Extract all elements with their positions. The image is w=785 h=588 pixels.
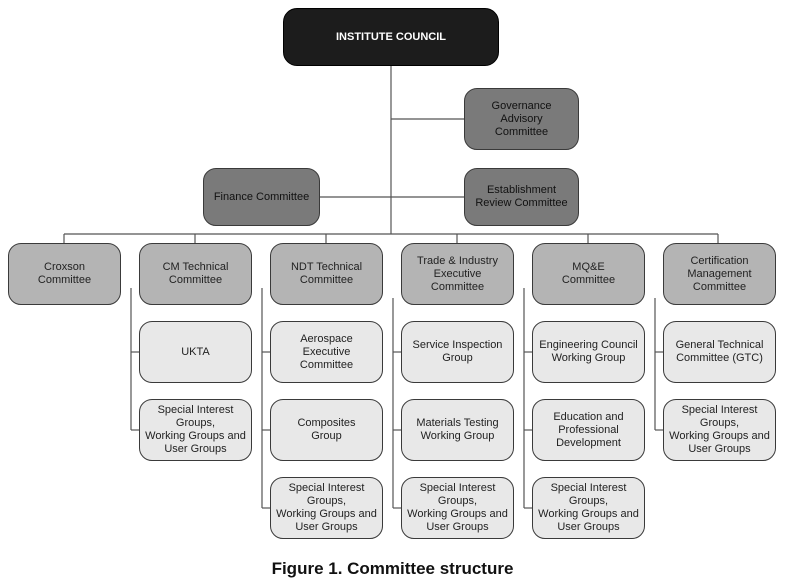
- cm-special-interest-label: Special Interest Groups, Working Groups …: [145, 404, 246, 455]
- institute-council-node: INSTITUTE COUNCIL: [283, 8, 499, 66]
- general-technical-node: General Technical Committee (GTC): [663, 321, 776, 383]
- service-inspection-label: Service Inspection Group: [412, 339, 503, 364]
- engineering-council-label: Engineering Council Working Group: [539, 339, 638, 364]
- general-technical-label: General Technical Committee (GTC): [675, 339, 764, 364]
- ukta-node: UKTA: [139, 321, 252, 383]
- ukta-label: UKTA: [181, 345, 210, 358]
- composites-group-node: Composites Group: [270, 399, 383, 461]
- trade-special-interest-node: Special Interest Groups, Working Groups …: [401, 477, 514, 539]
- trade-industry-node: Trade & Industry Executive Committee: [401, 243, 514, 305]
- croxson-committee-node: Croxson Committee: [8, 243, 121, 305]
- cm-special-interest-node: Special Interest Groups, Working Groups …: [139, 399, 252, 461]
- composites-group-label: Composites Group: [297, 417, 356, 442]
- cm-technical-node: CM Technical Committee: [139, 243, 252, 305]
- mqe-committee-node: MQ&E Committee: [532, 243, 645, 305]
- institute-council-label: INSTITUTE COUNCIL: [336, 30, 446, 43]
- materials-testing-node: Materials Testing Working Group: [401, 399, 514, 461]
- aerospace-executive-label: Aerospace Executive Committee: [299, 332, 354, 371]
- governance-advisory-node: Governance Advisory Committee: [464, 88, 579, 150]
- mqe-committee-label: MQ&E Committee: [561, 261, 616, 286]
- trade-industry-label: Trade & Industry Executive Committee: [417, 254, 498, 293]
- materials-testing-label: Materials Testing Working Group: [416, 417, 499, 442]
- ndt-special-interest-node: Special Interest Groups, Working Groups …: [270, 477, 383, 539]
- establishment-review-node: Establishment Review Committee: [464, 168, 579, 226]
- ndt-technical-node: NDT Technical Committee: [270, 243, 383, 305]
- finance-committee-label: Finance Committee: [213, 190, 310, 203]
- figure-caption: Figure 1. Committee structure: [271, 559, 514, 578]
- governance-advisory-label: Governance Advisory Committee: [491, 99, 552, 138]
- croxson-committee-label: Croxson Committee: [37, 261, 92, 286]
- cert-special-interest-label: Special Interest Groups, Working Groups …: [669, 404, 770, 455]
- education-professional-label: Education and Professional Development: [553, 410, 624, 449]
- trade-special-interest-label: Special Interest Groups, Working Groups …: [407, 482, 508, 533]
- cm-technical-label: CM Technical Committee: [162, 261, 229, 286]
- education-professional-node: Education and Professional Development: [532, 399, 645, 461]
- aerospace-executive-node: Aerospace Executive Committee: [270, 321, 383, 383]
- ndt-special-interest-label: Special Interest Groups, Working Groups …: [276, 482, 377, 533]
- establishment-review-label: Establishment Review Committee: [475, 184, 568, 209]
- service-inspection-node: Service Inspection Group: [401, 321, 514, 383]
- cert-special-interest-node: Special Interest Groups, Working Groups …: [663, 399, 776, 461]
- ndt-technical-label: NDT Technical Committee: [290, 261, 363, 286]
- engineering-council-node: Engineering Council Working Group: [532, 321, 645, 383]
- finance-committee-node: Finance Committee: [203, 168, 320, 226]
- certification-management-node: Certification Management Committee: [663, 243, 776, 305]
- mqe-special-interest-node: Special Interest Groups, Working Groups …: [532, 477, 645, 539]
- certification-management-label: Certification Management Committee: [687, 254, 752, 293]
- mqe-special-interest-label: Special Interest Groups, Working Groups …: [538, 482, 639, 533]
